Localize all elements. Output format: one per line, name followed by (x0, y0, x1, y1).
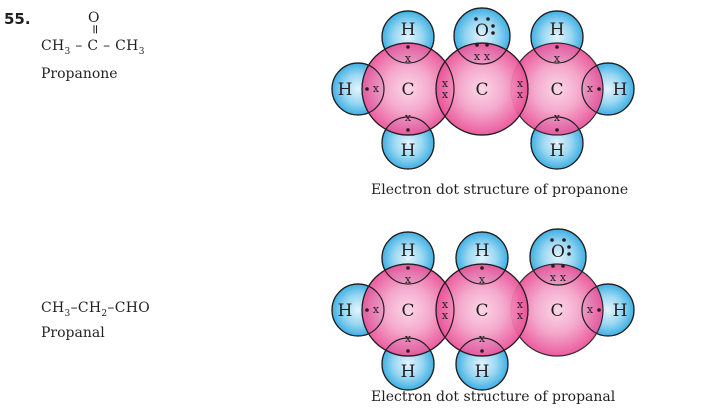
electron-dot (480, 266, 484, 270)
oxygen-symbol: O (551, 242, 565, 262)
carbon-symbol: C (550, 80, 563, 100)
electron-dot (561, 264, 565, 268)
electron-cross: x (405, 332, 412, 345)
electron-dot (597, 308, 601, 312)
electron-dot (406, 128, 410, 132)
electron-dot (480, 349, 484, 353)
hydrogen-symbol: H (475, 241, 490, 261)
electron-dot (567, 252, 571, 256)
atom-symbols: H H H H H C C C O H (338, 241, 628, 382)
electron-cross: x (517, 77, 524, 90)
electron-cross: x (373, 303, 380, 316)
propanal-structure: H H H H H C C C O H x x x x x x x x x (331, 228, 635, 391)
electron-dot (474, 17, 478, 21)
electron-dot (406, 266, 410, 270)
hydrogen-symbol: H (338, 80, 353, 100)
hydrogen-symbol: H (550, 20, 565, 40)
electron-cross: x (554, 111, 561, 124)
formula-oxygen: O (88, 10, 100, 26)
hydrogen-symbol: H (401, 241, 416, 261)
overlap-outlines (331, 228, 635, 391)
carbon-atoms (361, 263, 604, 357)
electron-dot (551, 264, 555, 268)
atom-symbols: H H H C C C O H H H (338, 20, 628, 161)
electron-cross: x (373, 82, 380, 95)
question-number: 55. (4, 10, 31, 28)
electron-cross: x (405, 111, 412, 124)
electron-cross: x (560, 271, 567, 284)
electron-cross: x (442, 298, 449, 311)
hydrogen-symbol: H (401, 20, 416, 40)
oxygen-symbol: O (475, 21, 489, 41)
electron-cross: x (479, 273, 486, 286)
electron-cross: x (517, 88, 524, 101)
electron-cross: x (587, 303, 594, 316)
electron-cross: x (442, 309, 449, 322)
electron-dot (365, 87, 369, 91)
electron-dot (562, 238, 566, 242)
electron-cross: x (479, 332, 486, 345)
electron-cross: x (474, 50, 481, 63)
carbon-symbol: C (401, 80, 414, 100)
carbon-symbol: C (550, 301, 563, 321)
electron-cross: x (517, 298, 524, 311)
electron-dot (475, 43, 479, 47)
propanal-formula: CH3–CH2–CHO (41, 300, 151, 319)
carbon-symbol: C (475, 301, 488, 321)
electron-dot (406, 349, 410, 353)
electron-dot (406, 45, 410, 49)
propanone-caption: Electron dot structure of propanone (371, 182, 629, 198)
carbon-symbol: C (475, 80, 488, 100)
propanone-formula-text: CH3 – C – CH3 (41, 38, 145, 57)
hydrogen-symbol: H (401, 141, 416, 161)
electron-dot (550, 238, 554, 242)
electron-dot (567, 245, 571, 249)
electron-cross: x (405, 52, 412, 65)
electrons: x x x x x x x x x x x x (365, 238, 601, 353)
propanone-structure: H H H C C C O H H H x x x x x x x (331, 7, 635, 170)
electron-cross: x (587, 82, 594, 95)
electron-cross: x (405, 273, 412, 286)
hydrogen-symbol: H (475, 362, 490, 382)
carbon-symbol: C (401, 301, 414, 321)
electron-dot (491, 24, 495, 28)
electron-cross: x (442, 88, 449, 101)
electron-dot (597, 87, 601, 91)
hydrogen-symbol: H (613, 80, 628, 100)
electron-dot (555, 45, 559, 49)
electrons: x x x x x x x x x x x (365, 17, 601, 132)
electron-dot (486, 17, 490, 21)
hydrogen-symbol: H (338, 301, 353, 321)
electron-dot (485, 43, 489, 47)
electron-cross: x (550, 271, 557, 284)
propanal-name: Propanal (41, 325, 105, 341)
electron-dot (365, 308, 369, 312)
overlap-outlines (331, 7, 635, 170)
electron-cross: x (484, 50, 491, 63)
hydrogen-symbol: H (613, 301, 628, 321)
propanal-caption: Electron dot structure of propanal (371, 389, 616, 405)
electron-cross: x (517, 309, 524, 322)
electron-dot (555, 128, 559, 132)
hydrogen-symbol: H (550, 141, 565, 161)
propanone-name: Propanone (41, 66, 118, 82)
hydrogen-symbol: H (401, 362, 416, 382)
electron-cross: x (442, 77, 449, 90)
electron-dot (491, 31, 495, 35)
electron-cross: x (554, 52, 561, 65)
